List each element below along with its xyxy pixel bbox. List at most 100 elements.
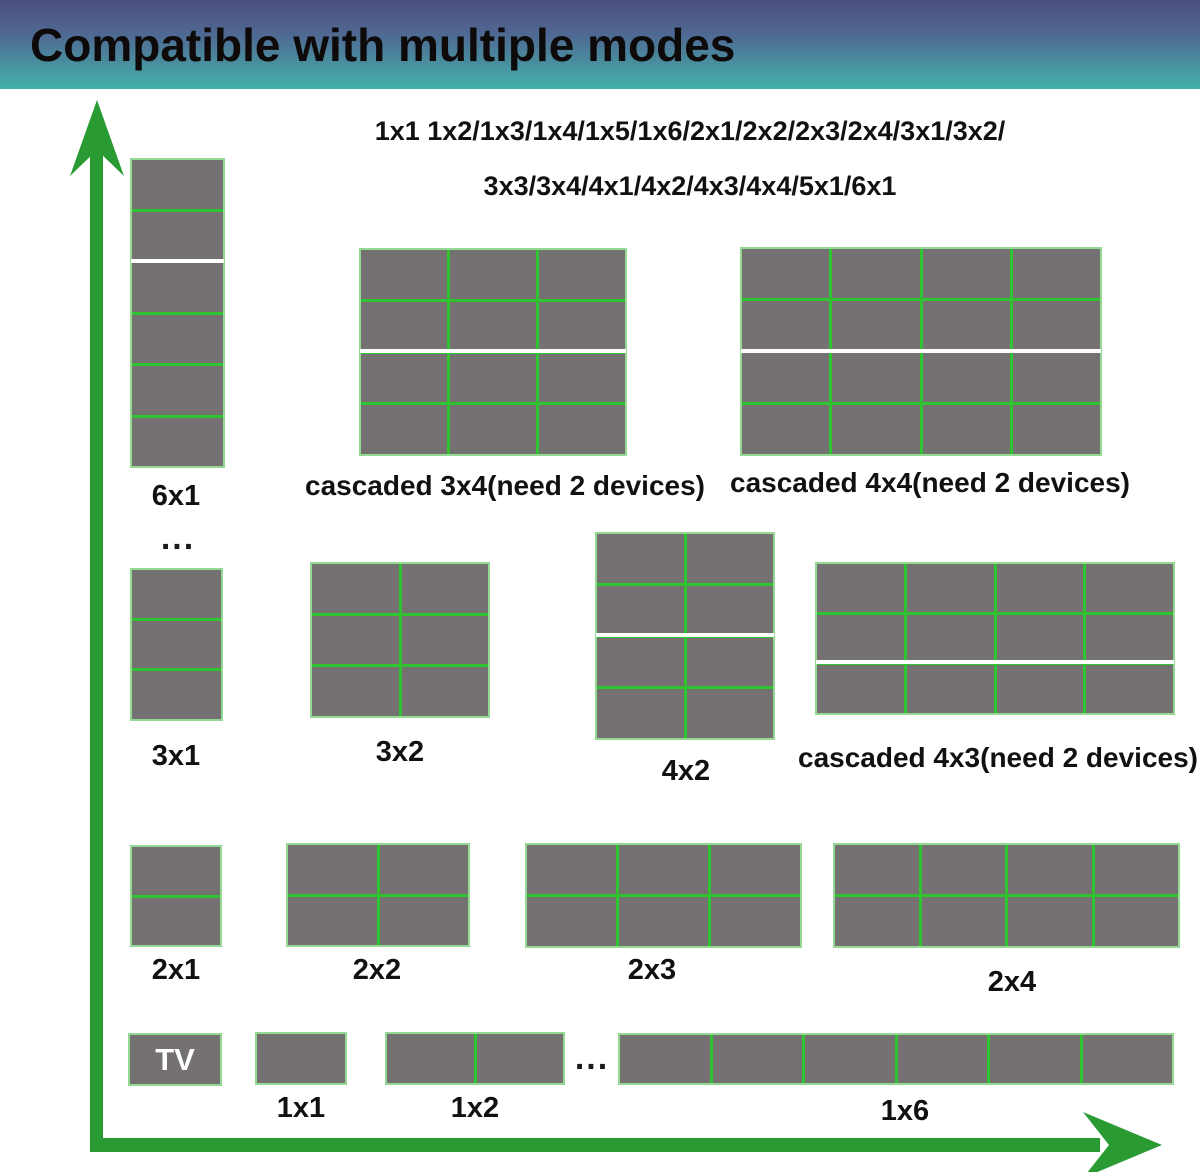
screen-cell — [132, 897, 220, 945]
y-axis — [70, 100, 124, 1152]
screen-cell — [257, 1034, 345, 1083]
screen-cell — [132, 671, 221, 719]
label-cascaded-3x4: cascaded 3x4(need 2 devices) — [304, 470, 706, 501]
tv-box: TV — [128, 1033, 222, 1086]
label-2x4: 2x4 — [987, 966, 1037, 998]
grid-6x1 — [130, 158, 225, 468]
screen-cell — [361, 301, 447, 351]
screen-cell — [527, 897, 616, 946]
screen-cell — [742, 353, 830, 402]
x-axis — [90, 1112, 1162, 1172]
screen-cell — [990, 1035, 1080, 1083]
screen-cell — [1012, 301, 1100, 350]
grid-1x1 — [255, 1032, 347, 1085]
screen-cell — [996, 614, 1084, 663]
device-split-line — [131, 258, 224, 263]
screen-cell — [132, 366, 223, 415]
y-axis-arrow-icon — [70, 100, 124, 176]
screen-cell — [921, 845, 1005, 894]
screen-cell — [132, 314, 223, 363]
screen-cell — [379, 845, 468, 894]
screen-cell — [686, 689, 773, 738]
screen-cell — [742, 249, 830, 298]
device-split-line — [741, 348, 1101, 353]
screen-cell — [597, 534, 684, 583]
screen-cell — [832, 353, 920, 402]
screen-cell — [597, 585, 684, 635]
label-1x6: 1x6 — [880, 1095, 930, 1127]
grid-3x1 — [130, 568, 223, 721]
label-2x3: 2x3 — [627, 954, 677, 986]
page-title: Compatible with multiple modes — [30, 18, 736, 71]
screen-cell — [817, 564, 904, 612]
grid-2x4 — [833, 843, 1180, 948]
screen-cell — [832, 405, 920, 454]
screen-cell — [361, 405, 447, 454]
screen-cell — [922, 405, 1010, 454]
screen-cell — [539, 353, 625, 403]
screen-cell — [922, 301, 1010, 350]
grid-4x2 — [595, 532, 775, 740]
screen-cell — [597, 637, 684, 687]
grid-cascaded-3x4 — [359, 248, 627, 456]
screen-cell — [1008, 897, 1092, 946]
screen-cell — [686, 585, 773, 635]
screen-cell — [288, 896, 377, 945]
grid-cascaded-4x4 — [740, 247, 1102, 456]
screen-cell — [906, 564, 994, 612]
header-banner: Compatible with multiple modes — [0, 0, 1200, 89]
screen-cell — [711, 845, 800, 894]
screen-cell — [835, 897, 919, 946]
label-2x1: 2x1 — [151, 954, 201, 986]
screen-cell — [312, 615, 399, 665]
screen-cell — [132, 847, 220, 895]
screen-cell — [387, 1034, 474, 1083]
screen-cell — [996, 564, 1084, 612]
screen-cell — [1086, 614, 1173, 663]
screen-cell — [379, 896, 468, 945]
screen-cell — [288, 845, 377, 894]
screen-cell — [1094, 845, 1178, 894]
screen-cell — [539, 250, 625, 299]
screen-cell — [132, 211, 223, 260]
screen-cell — [742, 301, 830, 350]
ellipsis-2: ... — [574, 1039, 610, 1077]
screen-cell — [476, 1034, 563, 1083]
screen-cell — [527, 845, 616, 894]
screen-cell — [450, 250, 536, 299]
ellipsis-1: ... — [160, 519, 196, 557]
label-2x2: 2x2 — [352, 954, 402, 986]
label-6x1: 6x1 — [151, 480, 201, 512]
label-1x2: 1x2 — [450, 1092, 500, 1124]
screen-cell — [817, 614, 904, 663]
screen-cell — [686, 534, 773, 583]
label-3x2: 3x2 — [375, 736, 425, 768]
screen-cell — [996, 665, 1084, 713]
screen-cell — [1094, 897, 1178, 946]
screen-cell — [539, 301, 625, 351]
label-cascaded-4x4: cascaded 4x4(need 2 devices) — [729, 467, 1131, 498]
label-1x1: 1x1 — [276, 1092, 326, 1124]
x-axis-arrow-icon — [1083, 1112, 1162, 1172]
screen-cell — [312, 564, 399, 613]
screen-cell — [450, 301, 536, 351]
label-4x2: 4x2 — [661, 755, 711, 787]
screen-cell — [686, 637, 773, 687]
screen-cell — [805, 1035, 895, 1083]
device-split-line — [360, 349, 626, 353]
screen-cell — [712, 1035, 802, 1083]
screen-cell — [132, 570, 221, 618]
screen-cell — [742, 405, 830, 454]
device-split-line — [596, 633, 774, 637]
screen-cell — [1082, 1035, 1172, 1083]
modes-list: 1x1 1x2/1x3/1x4/1x5/1x6/2x1/2x2/2x3/2x4/… — [330, 104, 1050, 214]
screen-cell — [597, 689, 684, 738]
screen-cell — [835, 845, 919, 894]
screen-cell — [132, 620, 221, 669]
screen-cell — [401, 564, 488, 613]
screen-cell — [361, 353, 447, 403]
screen-cell — [539, 405, 625, 454]
screen-cell — [897, 1035, 987, 1083]
device-split-line — [816, 660, 1174, 665]
